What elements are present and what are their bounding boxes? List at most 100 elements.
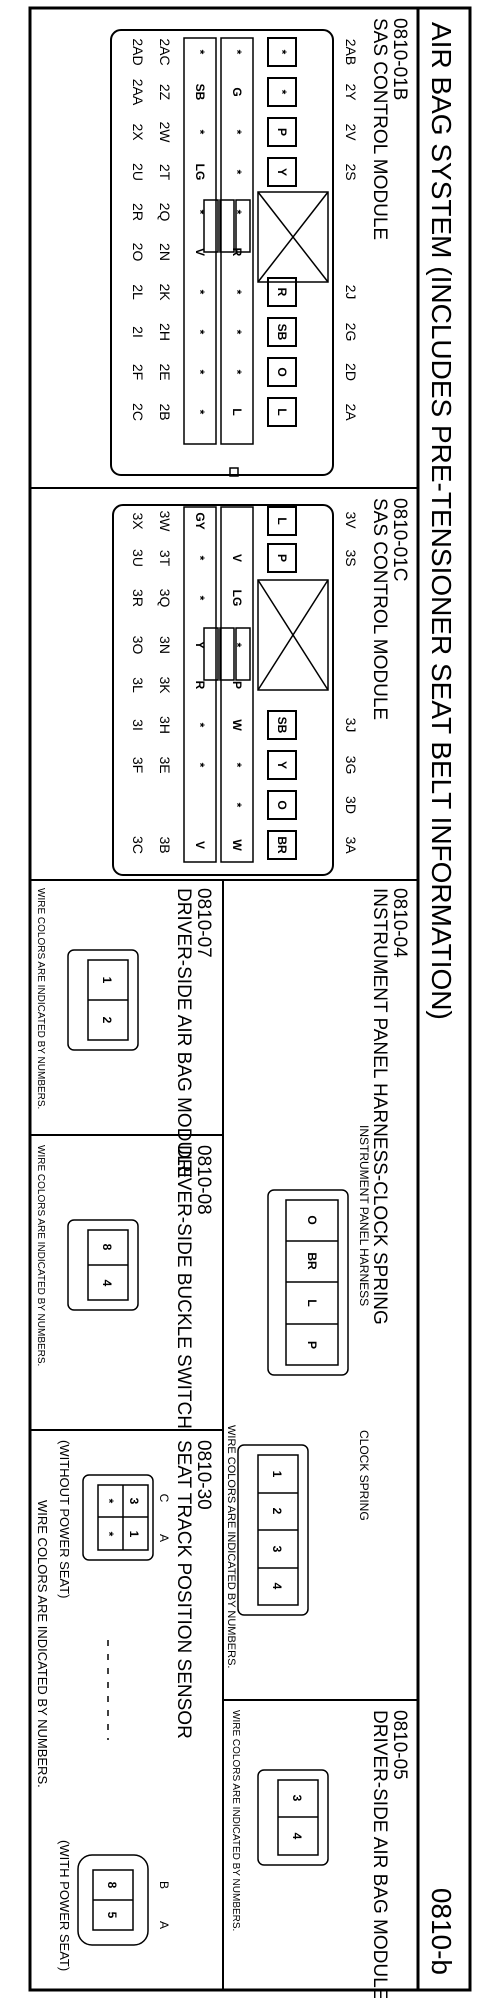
wire-color: * <box>193 130 207 135</box>
wire-note: WIRE COLORS ARE INDICATED BY NUMBERS. <box>35 888 46 1109</box>
pin-number: 4 <box>270 1583 284 1590</box>
pin-label: 3D <box>343 796 359 814</box>
cavity-row-mid: V LG * P W * * W <box>220 506 254 863</box>
pin-label: 2V <box>343 123 359 141</box>
connector-code: 0810-01B <box>389 18 410 100</box>
pin-label: 2AA <box>130 79 146 106</box>
terminal-letter: B <box>157 1881 171 1889</box>
connector-name: SEAT TRACK POSITION SENSOR <box>173 1440 194 1739</box>
wire-color: SB <box>275 717 289 734</box>
wire-color: * <box>230 130 244 135</box>
wire-color: LG <box>193 164 207 181</box>
pin-label: 2X <box>130 123 146 141</box>
pin-label: 3U <box>130 549 146 567</box>
connector-name: SAS CONTROL MODULE <box>369 18 390 240</box>
clock-spring-connector: 1 2 3 4 <box>237 1444 309 1616</box>
terminal-letters-right: B A <box>157 1881 171 1929</box>
wire-color: * <box>193 723 207 728</box>
pin-labels-top: 2AB 2Y 2V 2S 2J 2G 2D 2A <box>343 39 359 421</box>
pin-number: 4 <box>100 1280 114 1287</box>
wire-color: V <box>193 248 207 256</box>
caption-with-power-seat: (WITH POWER SEAT) <box>57 1840 72 1971</box>
wire-color: L <box>275 408 289 415</box>
pin-label: 2H <box>157 323 173 341</box>
sensor-connector-without-power-seat: 3 1 * * <box>82 1474 154 1561</box>
pin-label: 2AC <box>157 38 173 65</box>
cavity-row-top: L P SB Y O BR <box>267 506 297 860</box>
pin-number: 1 <box>100 977 114 984</box>
clock-spring-label: CLOCK SPRING <box>357 1430 371 1521</box>
wire-color: * <box>230 803 244 808</box>
connector-body <box>112 504 334 876</box>
pin-label: 3B <box>157 836 173 853</box>
pin-label: 3L <box>130 677 146 693</box>
wire-color: R <box>275 288 289 297</box>
wire-color: BR <box>305 1252 319 1270</box>
pin-label: 3V <box>343 511 359 529</box>
cavity-row-bot: GY * * Y R * * V <box>183 506 217 863</box>
wire-color: * <box>230 170 244 175</box>
wire-color: L <box>305 1299 319 1306</box>
cavity-row-top: * * P Y R SB O L <box>267 37 297 427</box>
pin-label: 2Z <box>157 84 173 101</box>
connector-code: 0810-30 <box>193 1440 214 1510</box>
pin-label: 2N <box>157 243 173 261</box>
pin-label: 2G <box>343 323 359 342</box>
wire-color: * <box>193 410 207 415</box>
wire-note: WIRE COLORS ARE INDICATED BY NUMBERS. <box>35 1145 46 1366</box>
pin-label: 2S <box>343 163 359 180</box>
pin-number: 8 <box>105 1882 119 1889</box>
connector-name: DRIVER-SIDE BUCKLE SWITCH <box>173 1145 194 1429</box>
wire-color: O <box>275 800 289 809</box>
pin-label: 3G <box>343 756 359 775</box>
pin-label: 2AB <box>343 39 359 65</box>
pin-label: 2D <box>343 363 359 381</box>
connector-code: 0810-01C <box>389 498 410 581</box>
latch-box <box>257 579 329 691</box>
buckle-switch-connector: 8 4 <box>67 1219 139 1311</box>
pin-labels-bottom: 3W 3T 3Q 3N 3K 3H 3E 3B 3X 3U 3R 3O 3L 3… <box>130 511 173 854</box>
sheet-id: 0810-b <box>426 1888 457 1975</box>
pin-number: 5 <box>105 1912 119 1919</box>
pin-label: 2A <box>343 403 359 421</box>
wire-color: W <box>230 719 244 731</box>
wire-color: * <box>230 643 244 648</box>
caption-without-power-seat: (WITHOUT POWER SEAT) <box>57 1440 72 1598</box>
wire-color: Y <box>275 168 289 176</box>
pin-label: 3W <box>157 511 173 533</box>
pin-label: 2R <box>130 203 146 221</box>
connector-0810-07: 0810-07 DRIVER-SIDE AIR BAG MODULE 1 2 W… <box>35 888 214 1178</box>
pin-number: 2 <box>100 1017 114 1024</box>
wire-color: P <box>305 1341 319 1349</box>
pin-label: 2J <box>343 285 359 300</box>
wire-color: * <box>275 50 289 55</box>
pin-label: 3I <box>130 719 146 731</box>
pin-label: 3C <box>130 836 146 854</box>
wire-color: BR <box>275 836 289 854</box>
pin-number: 3 <box>270 1546 284 1553</box>
wire-color: SB <box>193 84 207 101</box>
pin-number: 3 <box>290 1795 304 1802</box>
terminal-letter: C <box>157 1494 171 1503</box>
connector-0810-04: 0810-04 INSTRUMENT PANEL HARNESS-CLOCK S… <box>225 888 410 1668</box>
pin-label: 2O <box>130 243 146 262</box>
wire-color: * <box>102 1532 116 1537</box>
pin-label: 3F <box>130 757 146 773</box>
pin-label: 3H <box>157 716 173 734</box>
pin-number: 3 <box>127 1498 141 1505</box>
wire-color: * <box>102 1499 116 1504</box>
wire-color: O <box>275 367 289 376</box>
terminal-letter: A <box>157 1534 171 1542</box>
latch-box <box>257 191 329 283</box>
wire-color: * <box>193 370 207 375</box>
pin-label: 3T <box>157 550 173 567</box>
wire-color: * <box>230 330 244 335</box>
pin-label: 2AD <box>130 38 146 65</box>
wire-color: * <box>230 50 244 55</box>
pin-labels-bottom: 2AC 2Z 2W 2T 2Q 2N 2K 2H 2E 2B 2AD 2AA 2… <box>130 38 173 421</box>
pin-label: 2T <box>157 164 173 181</box>
page-title: AIR BAG SYSTEM (INCLUDES PRE-TENSIONER S… <box>426 22 457 1020</box>
wire-color: Y <box>193 641 207 649</box>
pin-label: 2Q <box>157 203 173 222</box>
